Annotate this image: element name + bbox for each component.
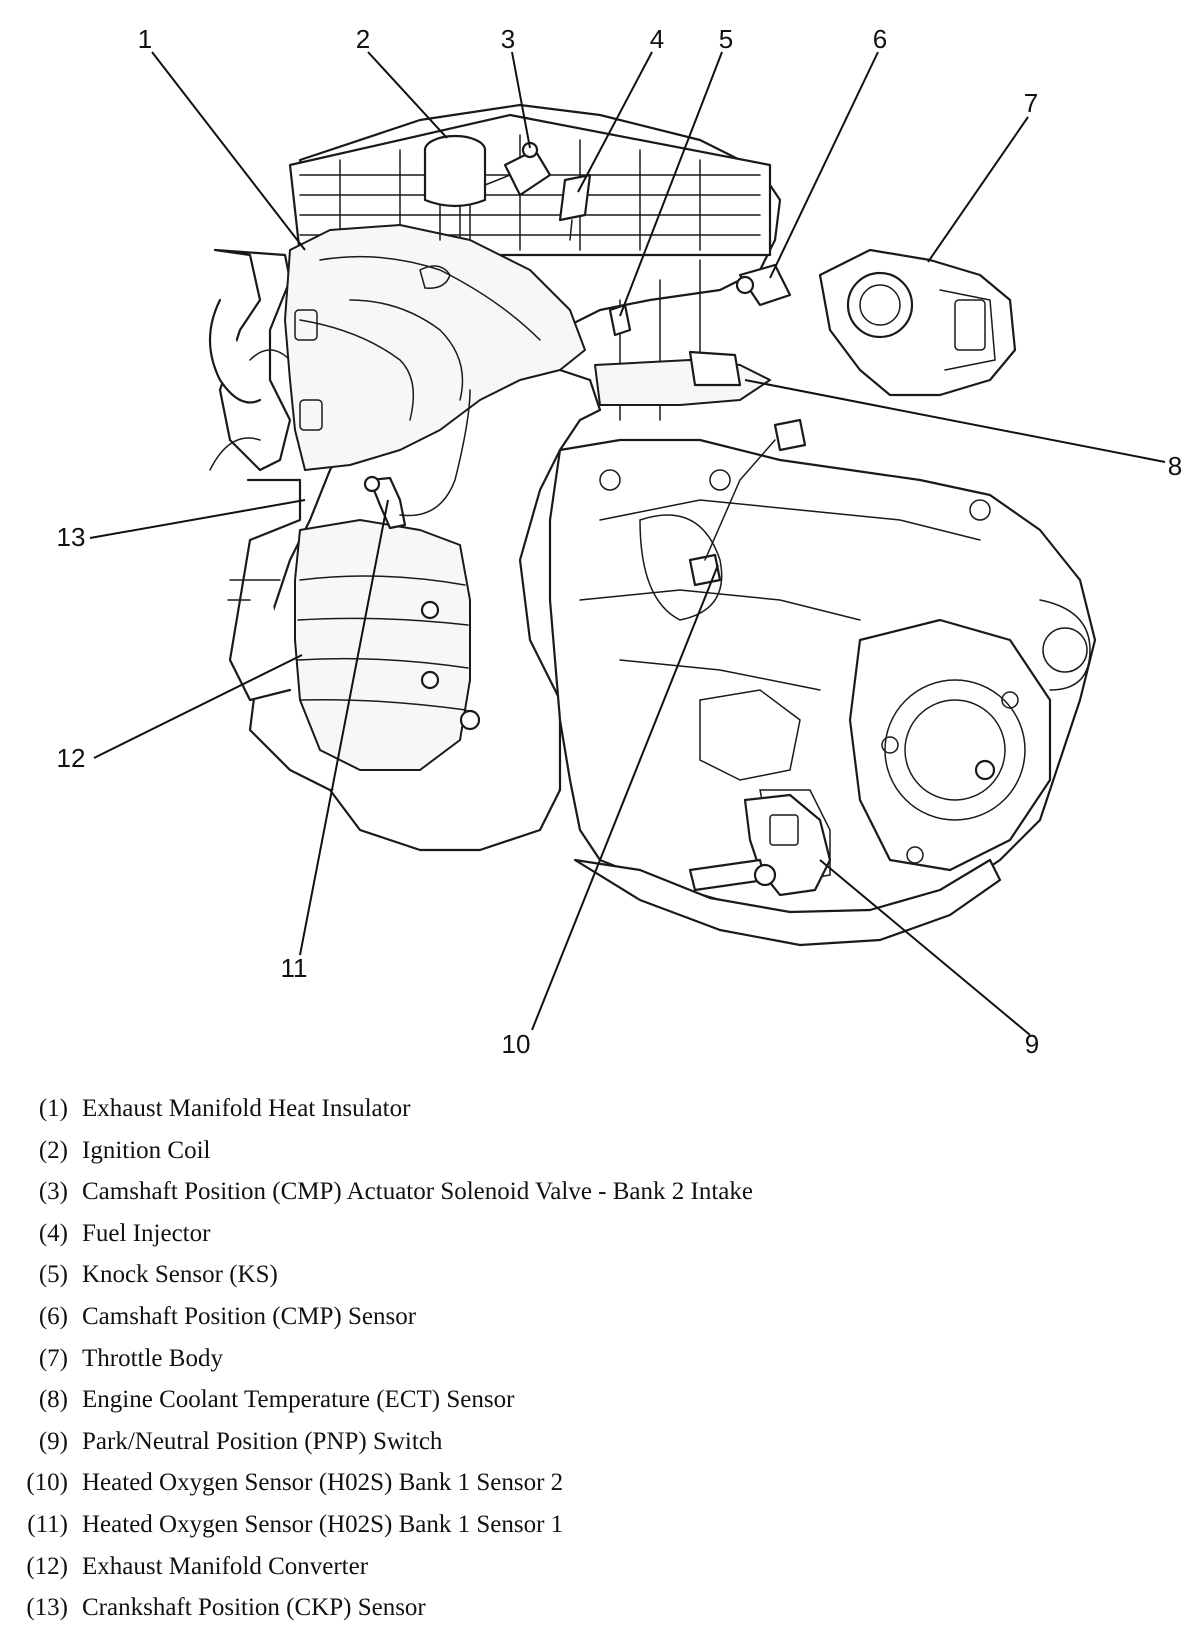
callout-number: 10: [502, 1029, 531, 1059]
legend-label: Fuel Injector: [82, 1219, 211, 1247]
callout-number: 6: [873, 24, 887, 54]
leader-lines: [89, 51, 1166, 1036]
legend-item: (1) Exhaust Manifold Heat Insulator: [14, 1088, 1114, 1130]
engine-illustration: 1 2 3 4 5 6 7 8 9 10 11 12 13: [57, 24, 1183, 1059]
component-legend: (1) Exhaust Manifold Heat Insulator (2) Ig…: [14, 1088, 1114, 1629]
exhaust-manifold-converter: [294, 519, 481, 771]
leader-line-9: [819, 859, 1031, 1036]
legend-label: Camshaft Position (CMP) Sensor: [82, 1302, 417, 1330]
legend-number: (13): [26, 1594, 68, 1622]
legend-item: (5) Knock Sensor (KS): [14, 1254, 1114, 1296]
callout-number: 8: [1168, 451, 1182, 481]
leader-line-10: [531, 564, 719, 1031]
legend-number: (7): [38, 1344, 68, 1372]
leader-line-8: [744, 379, 1166, 463]
exhaust-manifold-heat-insulator: [284, 224, 586, 471]
leader-line-4: [577, 51, 653, 193]
legend-item: (3) Camshaft Position (CMP) Actuator Sole…: [14, 1171, 1114, 1213]
callout-number: 9: [1025, 1029, 1039, 1059]
legend-label: Ignition Coil: [82, 1136, 211, 1164]
legend-item: (4) Fuel Injector: [14, 1213, 1114, 1255]
legend-number: (6): [38, 1302, 68, 1330]
cmp-sensor: [735, 263, 792, 307]
callout-number: 3: [501, 24, 515, 54]
legend-number: (4): [38, 1219, 68, 1247]
legend-item: (9) Park/Neutral Position (PNP) Switch: [14, 1421, 1114, 1463]
legend-label: Crankshaft Position (CKP) Sensor: [82, 1594, 426, 1622]
legend-label: Exhaust Manifold Heat Insulator: [82, 1095, 411, 1122]
legend-label: Exhaust Manifold Converter: [82, 1552, 369, 1580]
legend-label: Heated Oxygen Sensor (H02S) Bank 1 Senso…: [82, 1469, 564, 1497]
callout-numbers: 1 2 3 4 5 6 7 8 9 10 11 12 13: [57, 24, 1183, 1059]
legend-item: (12) Exhaust Manifold Converter: [14, 1546, 1114, 1588]
callout-number: 4: [650, 24, 664, 54]
ect-sensor: [594, 350, 771, 406]
legend-label: Camshaft Position (CMP) Actuator Solenoi…: [82, 1178, 753, 1206]
transaxle: [548, 438, 1097, 947]
callout-number: 5: [719, 24, 733, 54]
cmp-actuator-solenoid: [484, 141, 552, 197]
legend-number: (12): [26, 1552, 68, 1580]
leader-line-12: [93, 654, 303, 759]
legend-number: (11): [27, 1510, 68, 1538]
leader-line-7: [927, 116, 1029, 263]
callout-number: 11: [281, 953, 308, 983]
legend-label: Park/Neutral Position (PNP) Switch: [82, 1427, 443, 1455]
legend-number: (2): [38, 1136, 68, 1164]
legend-number: (8): [38, 1386, 68, 1414]
leader-line-5: [619, 51, 723, 317]
throttle-body: [818, 248, 1017, 397]
leader-line-3: [511, 51, 531, 149]
legend-label: Heated Oxygen Sensor (H02S) Bank 1 Senso…: [82, 1510, 564, 1538]
fuel-injector: [558, 173, 592, 241]
legend-number: (10): [26, 1469, 68, 1497]
leader-line-1: [151, 51, 306, 251]
leader-line-11: [299, 499, 389, 956]
leader-line-2: [367, 51, 448, 139]
knock-sensor: [608, 303, 632, 337]
callout-number: 13: [57, 522, 86, 552]
legend-item: (11) Heated Oxygen Sensor (H02S) Bank 1 S…: [14, 1504, 1114, 1546]
legend-item: (10) Heated Oxygen Sensor (H02S) Bank 1 S…: [14, 1462, 1114, 1504]
legend-label: Engine Coolant Temperature (ECT) Sensor: [82, 1386, 515, 1414]
legend-number: (3): [38, 1178, 68, 1206]
callout-number: 7: [1024, 88, 1038, 118]
legend-item: (2) Ignition Coil: [14, 1130, 1114, 1172]
legend-item: (8) Engine Coolant Temperature (ECT) Sens…: [14, 1379, 1114, 1421]
legend-label: Knock Sensor (KS): [82, 1261, 278, 1289]
pnp-switch: [688, 793, 832, 897]
legend-item: (7) Throttle Body: [14, 1338, 1114, 1380]
legend-item: (6) Camshaft Position (CMP) Sensor: [14, 1296, 1114, 1338]
legend-label: Throttle Body: [82, 1344, 223, 1372]
ignition-coil: [423, 134, 487, 241]
leader-line-13: [89, 499, 306, 539]
callout-number: 1: [138, 24, 152, 54]
legend-number: (5): [38, 1261, 68, 1289]
legend-number: (9): [38, 1427, 68, 1455]
callout-number: 2: [356, 24, 370, 54]
callout-number: 12: [57, 743, 86, 773]
legend-number: (1): [38, 1095, 68, 1122]
leader-line-6: [769, 51, 879, 279]
engine-component-diagram: 1 2 3 4 5 6 7 8 9 10 11 12 13: [57, 24, 1183, 1059]
legend-item: (13) Crankshaft Position (CKP) Sensor: [14, 1587, 1114, 1629]
